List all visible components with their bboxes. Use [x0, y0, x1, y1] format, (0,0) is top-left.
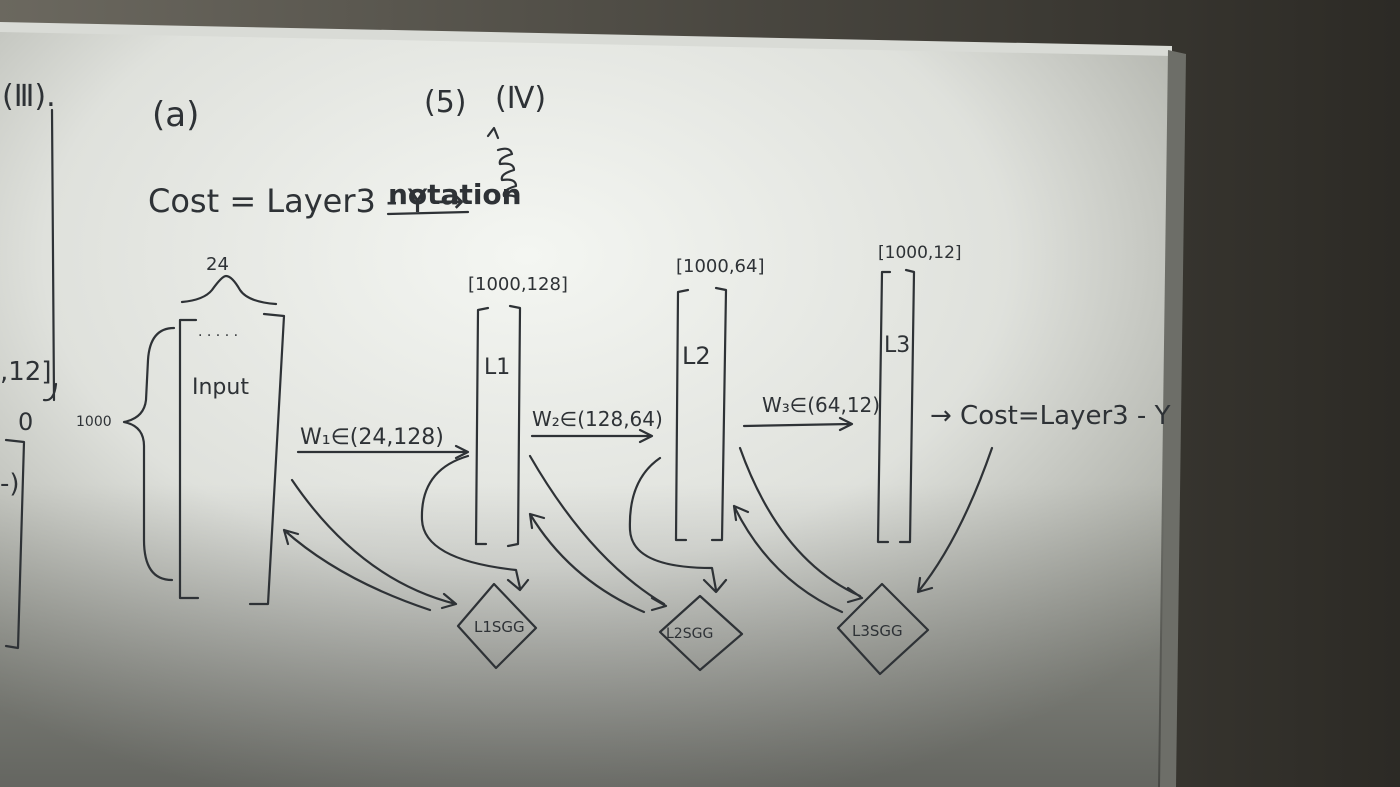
- l3-left-bracket: [876, 270, 892, 544]
- label-sgg3: L3SGG: [852, 622, 903, 640]
- scribble-icon: [486, 126, 520, 202]
- label-width-24: 24: [206, 254, 229, 275]
- arrow-input-to-sgg1: [290, 478, 458, 610]
- label-rows-1000: 1000: [76, 414, 112, 430]
- label-part-5: (5): [424, 85, 467, 120]
- label-l1-shape: [1000,128]: [468, 274, 568, 295]
- label-sgg2: L2SGG: [666, 626, 713, 642]
- arrow-l1-to-sgg2: [528, 454, 668, 612]
- label-l3: L3: [884, 333, 910, 358]
- l1-right-bracket: [506, 304, 522, 548]
- label-roman-four: (Ⅳ): [495, 81, 546, 116]
- label-left-zero: 0: [18, 408, 33, 436]
- label-roman-three: (Ⅲ).: [2, 79, 56, 114]
- left-vertical-line: [42, 108, 58, 402]
- arrow-cost-to-sgg3: [916, 446, 994, 594]
- label-notation: notation: [388, 178, 522, 211]
- label-l2-shape: [1000,64]: [676, 256, 764, 277]
- input-right-bracket: [248, 312, 286, 606]
- label-cost-right: → Cost=Layer3 - Y: [930, 401, 1171, 431]
- arrow-sgg1-to-input: [282, 528, 432, 612]
- label-left-12: ,12]: [0, 357, 52, 387]
- w3-arrow: [742, 416, 854, 432]
- input-left-bracket: [178, 318, 200, 600]
- arrow-l2-to-sgg3: [738, 446, 864, 604]
- arrow-l2-to-sgg2: [628, 456, 728, 594]
- w1-arrow: [296, 444, 470, 460]
- sgg2-diamond: [658, 594, 744, 672]
- label-w1: W₁∈(24,128): [300, 425, 444, 450]
- l1-left-bracket: [474, 306, 490, 546]
- sgg1-diamond: [456, 582, 538, 670]
- board-frame-right: [1158, 50, 1186, 787]
- left-bracket: [4, 438, 26, 650]
- width-brace: [180, 274, 278, 306]
- arrow-l1-to-sgg1: [420, 454, 530, 592]
- label-input: Input: [192, 375, 249, 400]
- arrow-sgg2-to-l1: [528, 512, 646, 614]
- label-l1: L1: [484, 355, 510, 380]
- label-w2: W₂∈(128,64): [532, 407, 663, 431]
- l3-right-bracket: [898, 268, 916, 544]
- notation-underline: [386, 210, 470, 216]
- l2-right-bracket: [710, 286, 728, 542]
- label-left-paren: -): [0, 469, 20, 499]
- sgg3-diamond: [836, 582, 930, 676]
- w2-arrow: [530, 428, 654, 444]
- arrow-sgg3-to-l2: [732, 504, 844, 614]
- label-w3: W₃∈(64,12): [762, 393, 880, 417]
- label-l2: L2: [682, 342, 711, 370]
- label-sgg1: L1SGG: [474, 618, 525, 636]
- board-shade: [0, 28, 1170, 787]
- rows-brace: [122, 326, 176, 582]
- label-l3-shape: [1000,12]: [878, 243, 962, 263]
- label-dots: . . . . .: [198, 324, 238, 340]
- label-part-a: (a): [152, 95, 199, 135]
- l2-left-bracket: [674, 288, 690, 542]
